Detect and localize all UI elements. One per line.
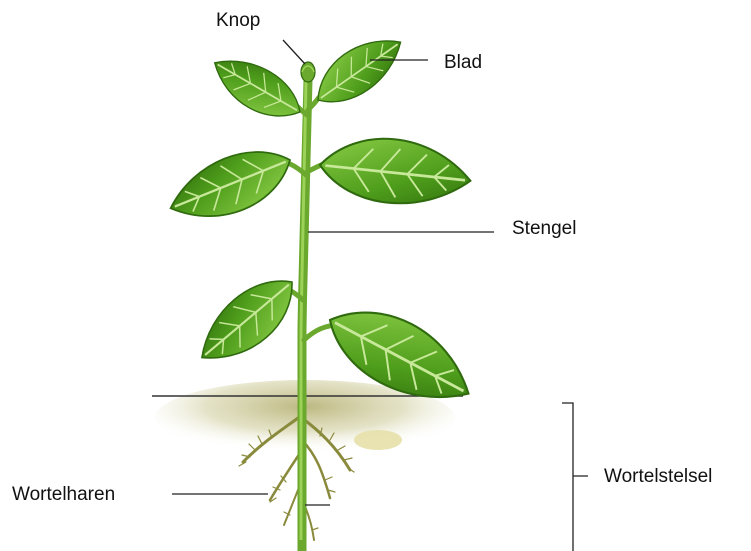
leaf-mid-left [161, 136, 301, 235]
label-wortelstelsel: Wortelstelsel [604, 466, 712, 488]
leaf-mid-right [317, 132, 474, 211]
leaf-low-left [187, 264, 309, 378]
leader-line-knop [283, 40, 305, 64]
bud [301, 62, 315, 82]
label-wortelharen: Wortelharen [12, 484, 115, 506]
label-knop: Knop [216, 10, 260, 32]
wortelstelsel-bracket [562, 403, 588, 551]
leaf-top-left [204, 46, 310, 131]
label-blad: Blad [444, 52, 482, 74]
label-stengel: Stengel [512, 218, 576, 240]
soil-dots [354, 430, 402, 450]
leaf-top-right [305, 24, 412, 117]
